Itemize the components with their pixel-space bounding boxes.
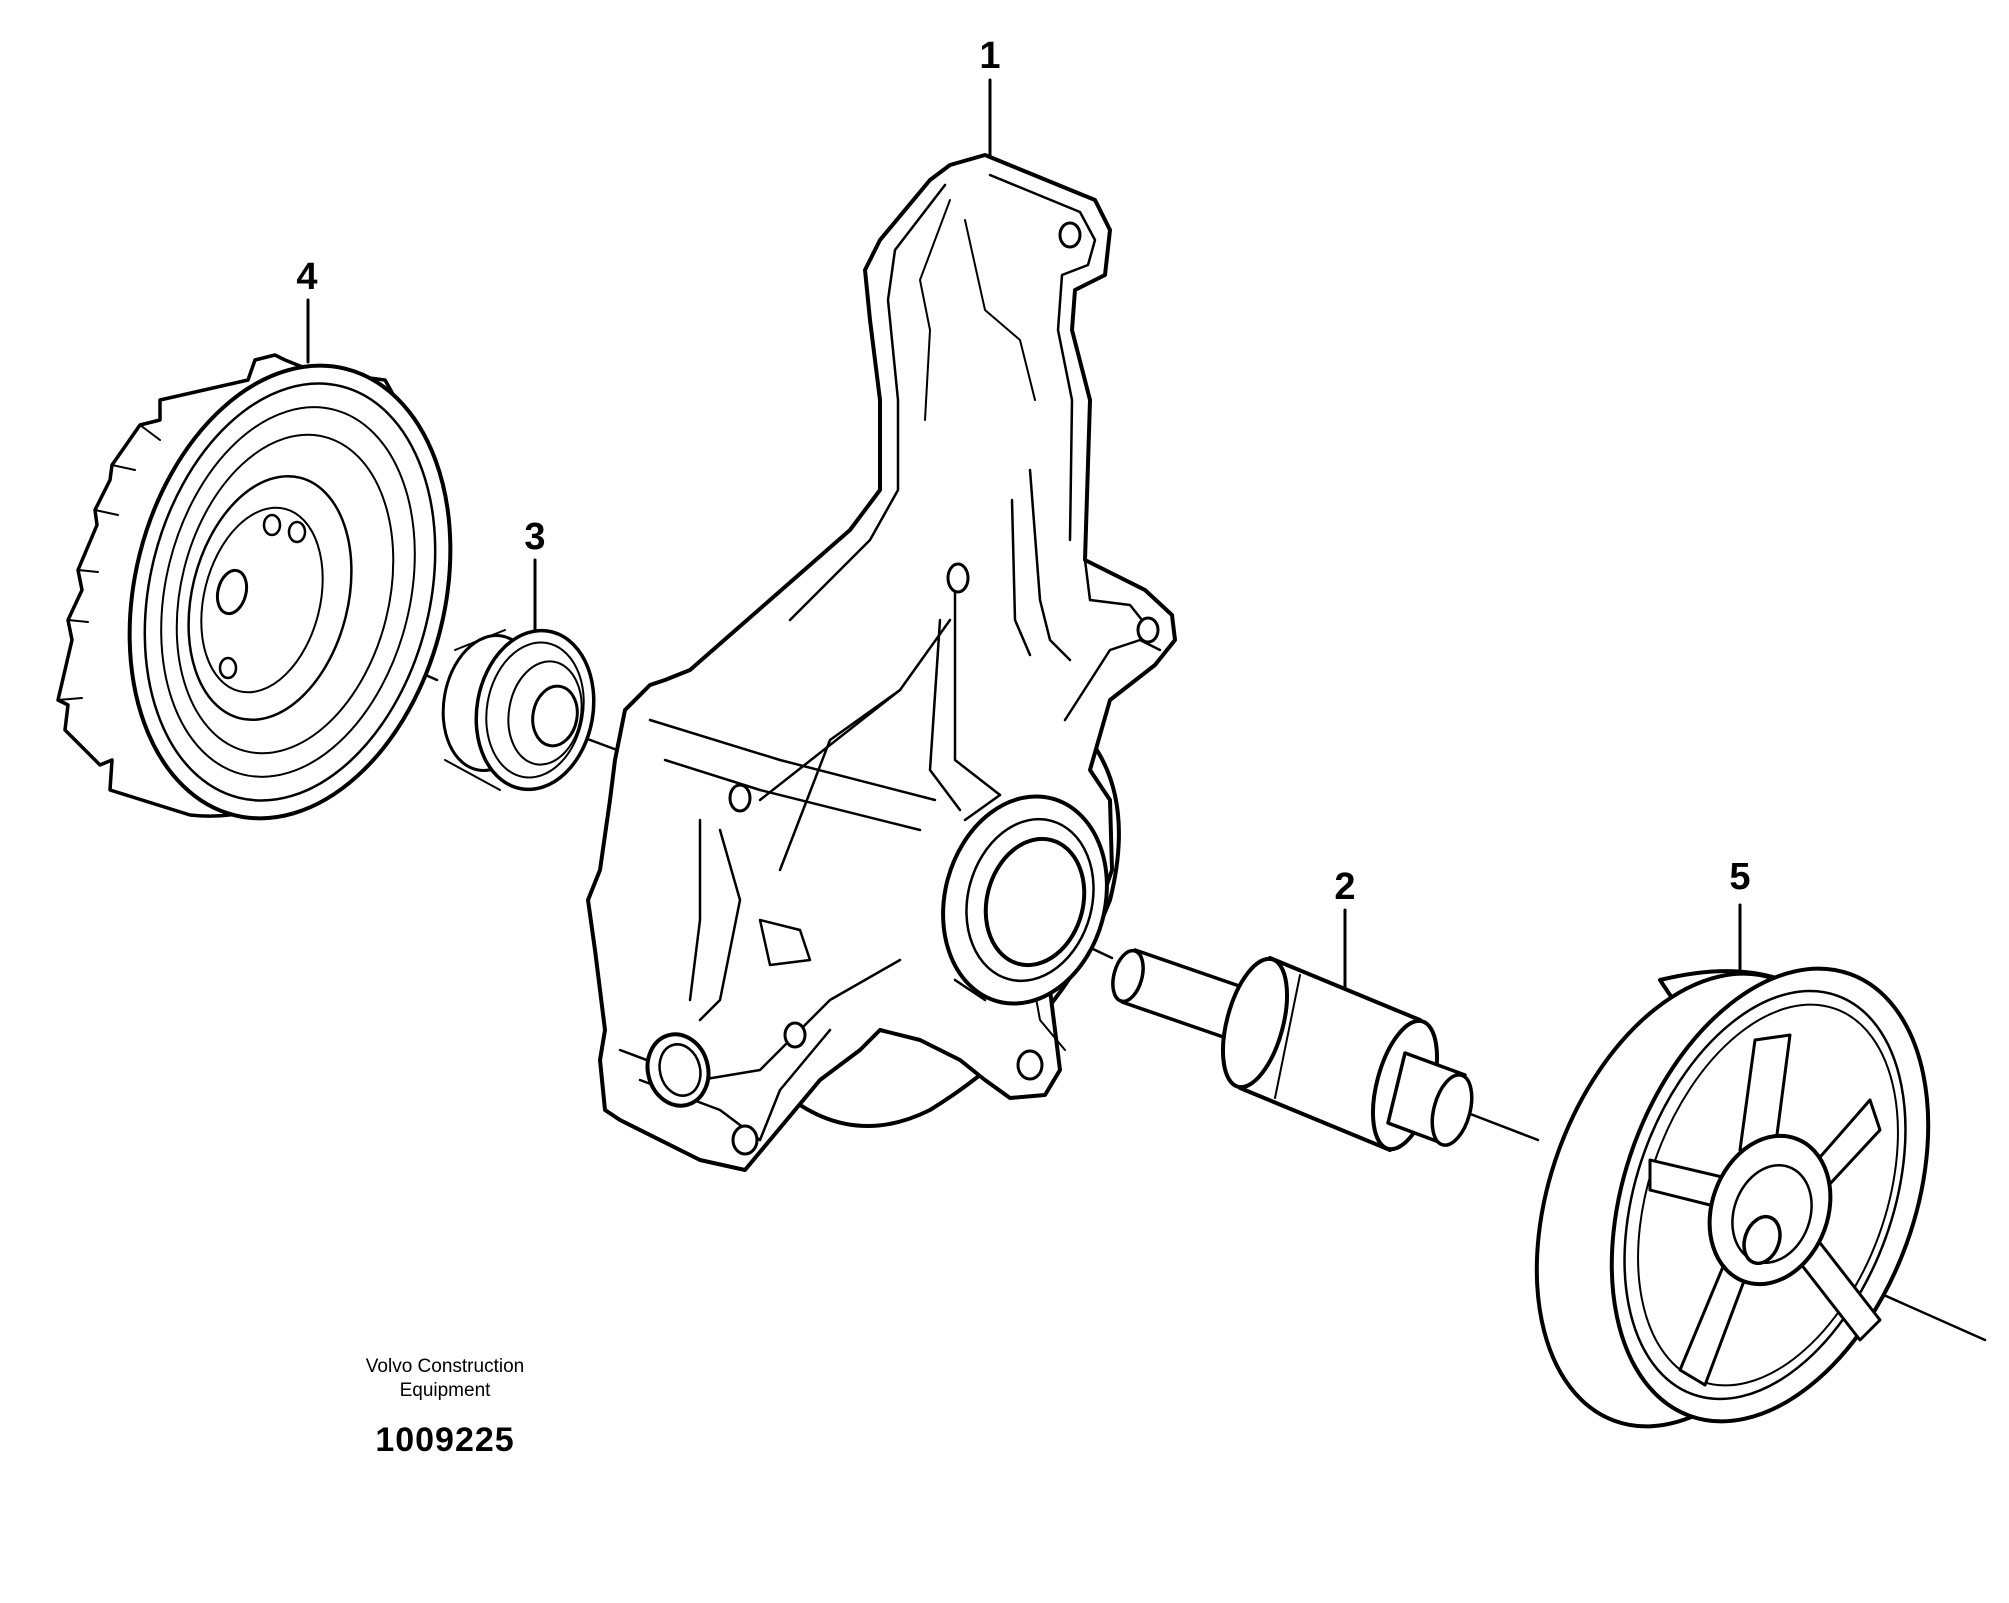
part-4-impeller-cover: [56, 353, 453, 821]
figure-number: 1009225: [375, 1421, 515, 1459]
callout-5: 5: [1729, 856, 1751, 898]
callout-4: 4: [296, 256, 318, 298]
part-3-seal: [441, 628, 596, 792]
brand-label: Volvo Construction Equipment: [365, 1356, 525, 1401]
part-2-shaft-bearing: [1111, 948, 1474, 1152]
part-1-pump-housing: [586, 153, 1177, 1172]
callout-3: 3: [524, 516, 546, 558]
figure-caption: Volvo Construction Equipment 1009225: [325, 1355, 565, 1460]
axis-line-shaft-to-pulley: [1458, 1108, 1540, 1142]
callout-1: 1: [979, 35, 1001, 77]
callout-2: 2: [1334, 866, 1356, 908]
part-5-pulley: [1534, 966, 1931, 1429]
